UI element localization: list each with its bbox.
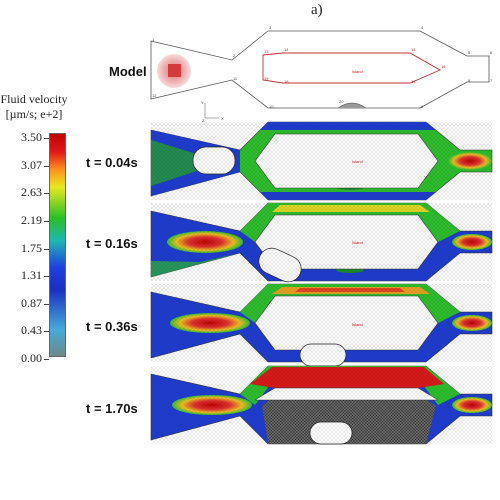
colorbar-title-line2: [µm/s; e+2] [5, 107, 63, 121]
row-label-t4: t = 1.70s [86, 401, 138, 416]
model-node-label: 19 [264, 76, 269, 81]
model-node-label: 8 [468, 78, 471, 83]
colorbar-title-line1: Fluid velocity [0, 92, 68, 106]
row-label-t1: t = 0.04s [86, 155, 138, 170]
model-axis-y: Y [201, 100, 204, 105]
model-constriction [337, 102, 367, 109]
colorbar-tick-mark [44, 138, 49, 139]
model-node-label: 14 [284, 47, 289, 52]
colorbar-tick-mark [44, 193, 49, 195]
model-node-label: 1 [152, 37, 155, 42]
colorbar-tick-mark [44, 248, 49, 250]
model-axis-x: X [221, 116, 224, 121]
colorbar-tick-mark [44, 359, 49, 360]
colorbar-tick-label: 1.31 [21, 268, 42, 283]
model-node-label: 5 [468, 50, 471, 55]
colorbar-tick-mark [44, 276, 49, 278]
frame-t4 [150, 365, 493, 445]
row-label-t2: t = 0.16s [86, 236, 138, 251]
panel-label: a) [311, 2, 323, 18]
model-node-label: 4 [421, 25, 424, 30]
model-node-label: 2 [233, 53, 236, 58]
model-node-label: 9 [421, 104, 424, 109]
colorbar-tick-mark [44, 303, 49, 305]
colorbar-tick-label: 3.07 [21, 157, 42, 172]
model-node-label: 18 [284, 79, 289, 84]
frame-t2: Island [150, 202, 493, 283]
colorbar-gradient [49, 133, 66, 357]
svg-text:Island: Island [352, 159, 363, 164]
svg-text:Island: Island [352, 322, 363, 327]
row-label-t3: t = 0.36s [86, 319, 138, 334]
model-cell-core [168, 64, 181, 77]
frame-t3: Island [150, 283, 493, 367]
svg-text:Island: Island [352, 240, 363, 245]
model-island-label: Island [352, 69, 363, 74]
colorbar-tick-mark [44, 220, 49, 222]
colorbar-tick-label: 2.63 [21, 185, 42, 200]
model-node-label: 15 [411, 47, 416, 52]
model-island-outline [262, 52, 442, 84]
colorbar-title: Fluid velocity [µm/s; e+2] [0, 92, 68, 122]
model-node-label: 11 [233, 76, 238, 81]
model-node-label: 20 [339, 99, 344, 104]
colorbar-tick-label: 0.87 [21, 295, 42, 310]
colorbar-tick-mark [44, 165, 49, 167]
row-label-model: Model [109, 64, 147, 79]
colorbar-tick-label: 2.19 [21, 212, 42, 227]
model-node-label: 16 [441, 64, 446, 69]
model-node-label: 12 [152, 93, 157, 98]
colorbar-tick-label: 0.43 [21, 323, 42, 338]
model-node-label: 13 [264, 49, 269, 54]
colorbar-tick-label: 1.75 [21, 240, 42, 255]
model-axis-z: Z [202, 118, 205, 123]
model-node-label: 7 [490, 78, 493, 83]
model-node-label: 3 [269, 25, 272, 30]
colorbar-tick-mark [44, 331, 49, 333]
colorbar-tick-label: 3.50 [21, 130, 42, 144]
model-axis-triad: Y X Z [201, 100, 224, 123]
model-node-label: 10 [269, 104, 274, 109]
frame-t1: Island [150, 121, 493, 201]
colorbar-tick-label: 0.00 [21, 351, 42, 365]
model-node-label: 17 [411, 79, 416, 84]
model-outline [150, 30, 490, 109]
model-node-label: 6 [490, 50, 493, 55]
